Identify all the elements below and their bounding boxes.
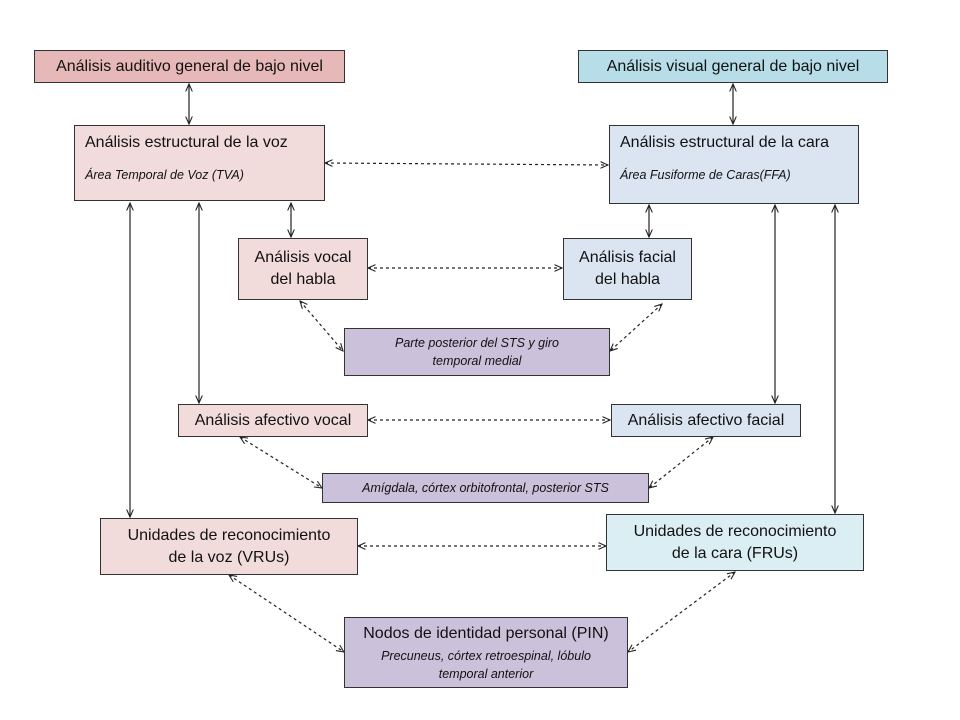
node-label-line1: Parte posterior del STS y giro [395, 336, 559, 350]
node-label-line1: Unidades de reconocimiento [633, 522, 837, 540]
node-face-structural: Análisis estructural de la cara Área Fus… [609, 125, 859, 204]
node-label-line1: Análisis facial [579, 249, 676, 266]
node-facial-speech: Análisis facial del habla [563, 238, 692, 300]
node-label: Análisis auditivo general de bajo nivel [56, 57, 323, 75]
arrow-vocal-speech-to-sts [300, 301, 343, 351]
node-label-line2: de la voz (VRUs) [168, 548, 290, 566]
node-facial-affect: Análisis afectivo facial [611, 404, 801, 437]
node-sublabel: Área Temporal de Voz (TVA) [85, 168, 244, 182]
node-label: Análisis estructural de la cara [620, 134, 829, 151]
node-posterior-sts: Parte posterior del STS y giro temporal … [344, 328, 610, 376]
node-label: Análisis estructural de la voz [85, 134, 288, 151]
arrow-facial-speech-to-sts [610, 304, 662, 351]
node-label-line1: Unidades de reconocimiento [127, 526, 331, 544]
node-visual-low-level: Análisis visual general de bajo nivel [578, 50, 888, 83]
node-face-recognition-units: Unidades de reconocimiento de la cara (F… [606, 514, 864, 571]
node-sublabel: Área Fusiforme de Caras(FFA) [620, 168, 791, 182]
arrow-vocal-affect-to-amygdala [240, 437, 322, 488]
node-label: Análisis afectivo vocal [194, 411, 352, 429]
arrow-fru-to-pin [628, 572, 735, 652]
arrow-facial-affect-to-amygdala [649, 437, 713, 488]
node-auditory-low-level: Análisis auditivo general de bajo nivel [34, 50, 345, 83]
node-label: Análisis afectivo facial [627, 411, 785, 429]
node-label-line2: temporal medial [432, 354, 522, 368]
node-label: Análisis visual general de bajo nivel [606, 57, 860, 75]
node-amygdala: Amígdala, córtex orbitofrontal, posterio… [322, 473, 649, 503]
node-label-line1: Análisis vocal [254, 249, 352, 266]
node-label-line2: del habla [595, 271, 660, 288]
node-vocal-speech: Análisis vocal del habla [238, 238, 368, 300]
arrow-voice-structure-to-face-structure [325, 163, 608, 165]
node-label: Amígdala, córtex orbitofrontal, posterio… [362, 481, 609, 495]
node-personal-identity-nodes: Nodos de identidad personal (PIN) Precun… [344, 617, 628, 688]
node-voice-structural: Análisis estructural de la voz Área Temp… [74, 125, 325, 201]
node-label: Nodos de identidad personal (PIN) [363, 624, 609, 642]
node-voice-recognition-units: Unidades de reconocimiento de la voz (VR… [100, 518, 358, 575]
node-sublabel-line1: Precuneus, córtex retroespinal, lóbulo [381, 648, 591, 663]
node-sublabel-line2: temporal anterior [438, 666, 534, 681]
node-label-line2: del habla [270, 271, 336, 288]
node-vocal-affect: Análisis afectivo vocal [178, 404, 368, 437]
node-label-line2: de la cara (FRUs) [671, 544, 799, 562]
arrow-vru-to-pin [229, 575, 344, 652]
